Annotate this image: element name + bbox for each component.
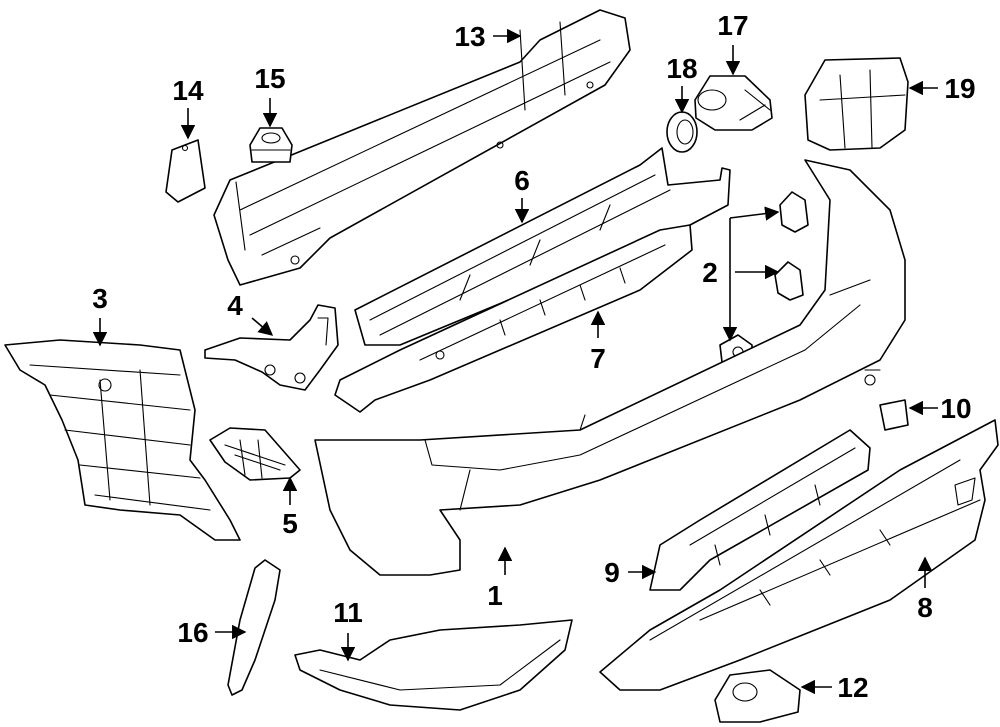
callout-16: 16	[177, 617, 208, 648]
part-10-cover-cap	[879, 399, 909, 431]
callout-12: 12	[837, 672, 868, 703]
callout-8: 8	[917, 592, 933, 623]
part-9-diffuser-trim	[649, 429, 871, 591]
callout-1: 1	[487, 580, 503, 611]
callout-5: 5	[282, 508, 298, 539]
part-5-grille-insert	[209, 427, 301, 481]
callout-19: 19	[944, 73, 975, 104]
part-17-parking-sensor	[694, 75, 773, 131]
part-13-reinforcement-beam	[213, 9, 631, 286]
callout-6: 6	[514, 165, 530, 196]
callout-14: 14	[172, 75, 204, 106]
part-3-side-bracket	[4, 339, 241, 541]
part-18-sensor-ring	[666, 111, 698, 153]
part-19-control-module	[804, 57, 909, 151]
part-1-bumper-cover	[314, 159, 906, 576]
callout-7: 7	[590, 343, 606, 374]
part-11-lower-trim	[294, 619, 573, 711]
part-6-energy-absorber	[354, 147, 731, 346]
part-16-reflector	[227, 559, 281, 696]
leader-lines	[92, 28, 938, 695]
callout-18: 18	[666, 53, 697, 84]
callout-9: 9	[604, 557, 620, 588]
callout-11: 11	[333, 597, 363, 628]
part-2-sensor-brackets	[719, 191, 809, 369]
callout-17: 17	[717, 10, 748, 41]
callout-3: 3	[92, 283, 108, 314]
callout-10: 10	[940, 393, 971, 424]
callout-15: 15	[254, 63, 285, 94]
callout-2: 2	[702, 257, 718, 288]
callout-13: 13	[454, 21, 485, 52]
part-12-sensor-housing	[714, 669, 801, 723]
callout-4: 4	[227, 290, 243, 321]
part-7-lower-absorber	[334, 224, 693, 413]
callout-labels: 1 2 3 4 5 6 7 8 9 10 11 12 13 14 15 16 1…	[92, 10, 975, 703]
part-8-lower-valance	[599, 419, 999, 691]
part-14-cover-plate	[165, 139, 206, 203]
part-4-mounting-bracket	[204, 304, 339, 391]
part-15-nut	[249, 127, 293, 163]
